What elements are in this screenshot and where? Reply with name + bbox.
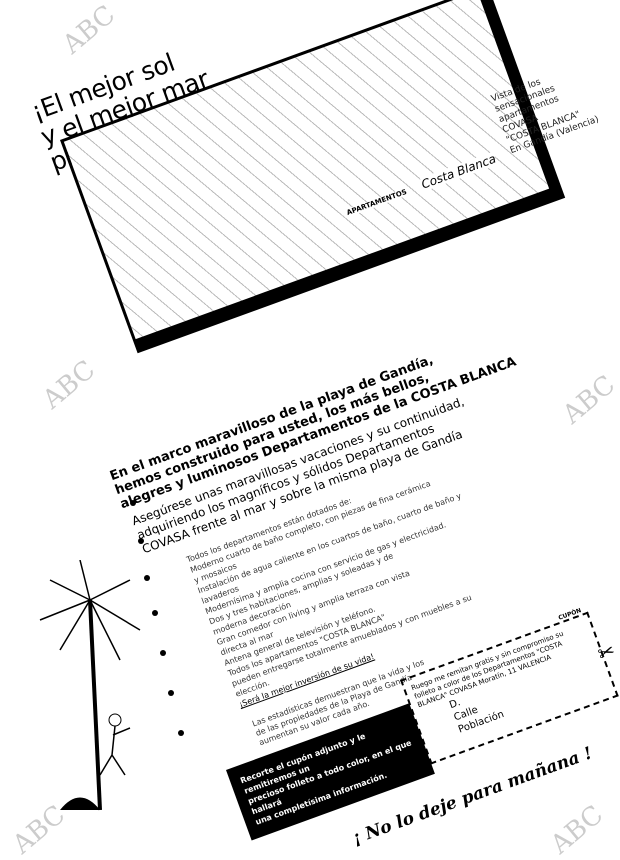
palm-tree-illustration bbox=[39, 560, 141, 811]
watermark: ABC bbox=[57, 0, 122, 61]
building-photo: APARTAMENTOS Costa Blanca bbox=[60, 0, 566, 354]
watermark: ABC bbox=[37, 354, 102, 416]
photo-label: APARTAMENTOS bbox=[345, 187, 408, 218]
watermark: ABC bbox=[557, 369, 620, 431]
watermark: ABC bbox=[545, 799, 610, 860]
photo-brand-logo: Costa Blanca bbox=[419, 151, 498, 192]
coupon-tag: CUPÓN bbox=[557, 607, 583, 622]
